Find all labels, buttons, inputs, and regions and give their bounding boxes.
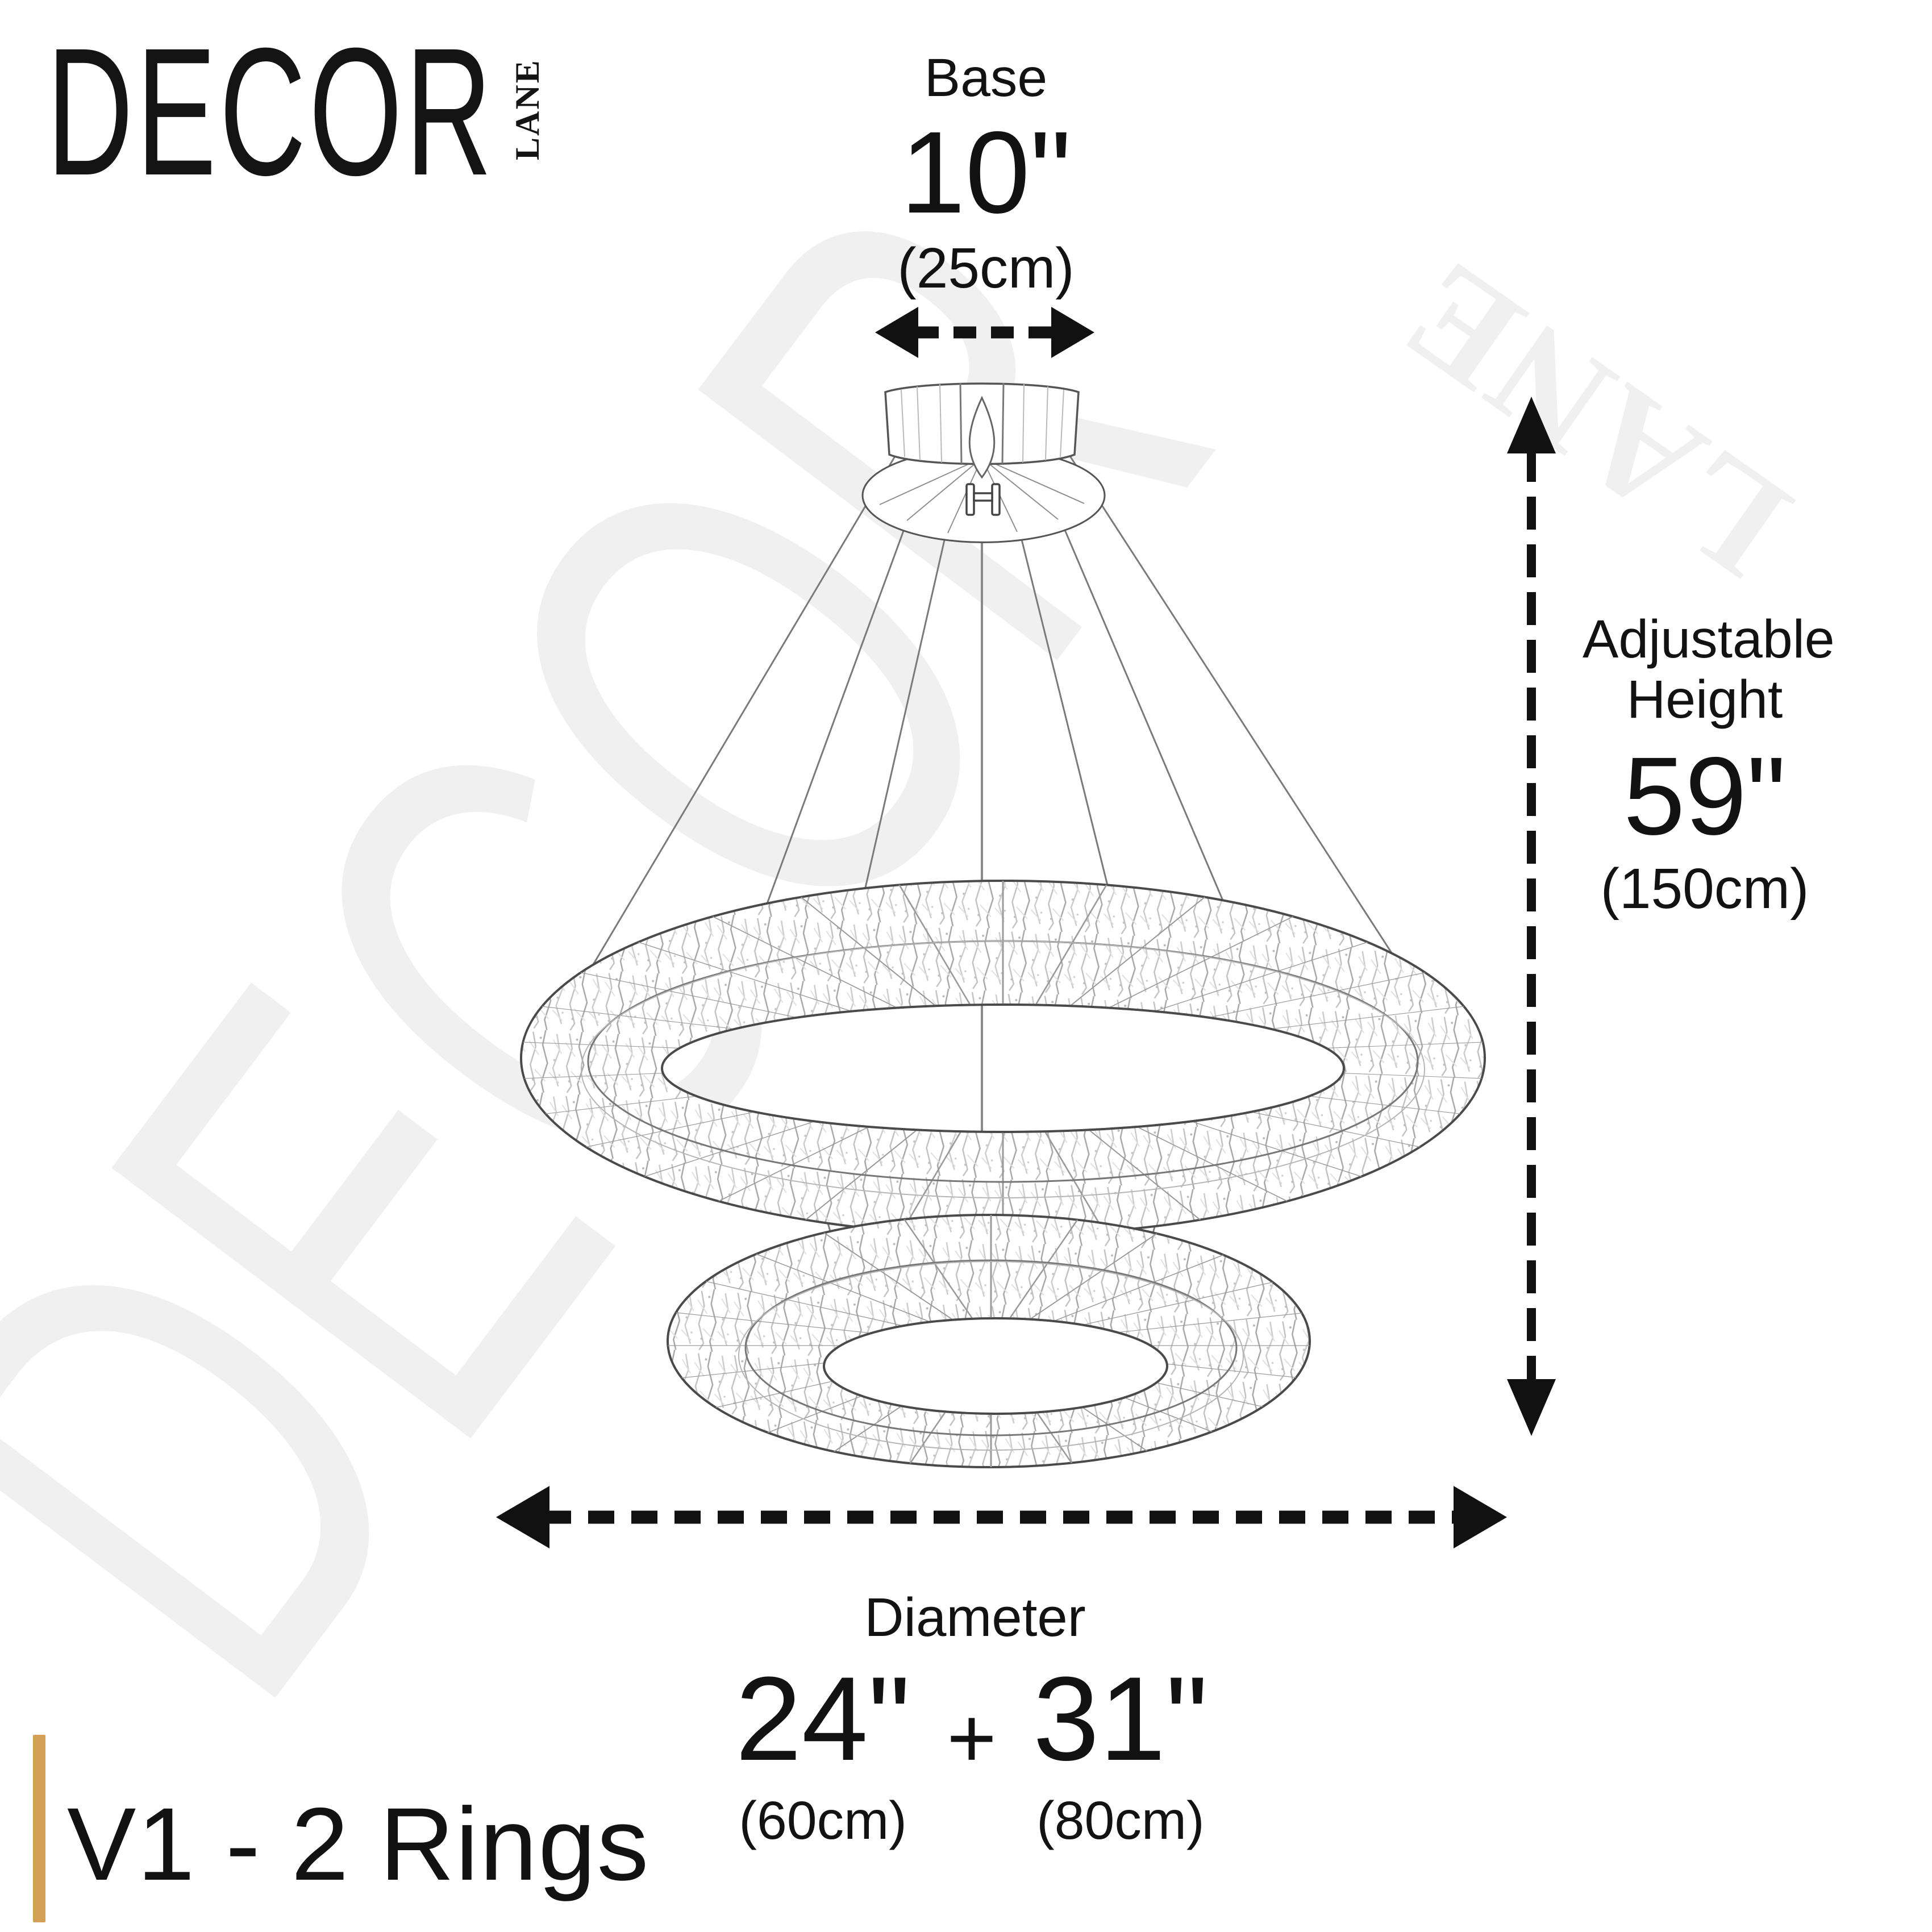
base-label: Base (924, 48, 1048, 108)
ring2-size-column: 31" (80cm) (1033, 1656, 1208, 1852)
brand-primary: DECOR (47, 10, 496, 213)
height-arrow-icon (1507, 397, 1556, 1436)
height-metric-value: (150cm) (1600, 856, 1809, 921)
base-dimension-group: Base 10" (25cm) (835, 48, 1136, 300)
diameter-separator: + (947, 1690, 997, 1785)
small-ring (666, 1214, 1311, 1468)
diameter-label: Diameter (864, 1587, 1086, 1648)
ring1-size-column: 24" (60cm) (735, 1656, 910, 1852)
variant-accent-bar (33, 1735, 45, 1922)
height-inches-value: 59" (1623, 734, 1787, 858)
ring2-metric-value: (80cm) (1036, 1791, 1205, 1851)
diameter-values-group: 24" (60cm) + 31" (80cm) (622, 1656, 1321, 1852)
diameter-arrow-icon (496, 1486, 1507, 1548)
large-ring (519, 880, 1487, 1236)
base-inches-value: 10" (900, 107, 1072, 238)
height-label-line1: Adjustable (1583, 609, 1835, 669)
ring2-inches-value: 31" (1032, 1652, 1208, 1785)
ring1-inches-value: 24" (735, 1652, 911, 1785)
canopy (861, 382, 1106, 543)
base-metric-value: (25cm) (897, 236, 1075, 300)
variant-label: V1 - 2 Rings (67, 1786, 650, 1902)
height-label-line2: Height (1626, 669, 1783, 730)
base-width-arrow-icon (875, 307, 1094, 358)
ring1-metric-value: (60cm) (739, 1791, 907, 1851)
height-dimension-group: Adjustable Height 59" (150cm) (1583, 609, 1835, 921)
hanger-connector (965, 483, 1001, 516)
